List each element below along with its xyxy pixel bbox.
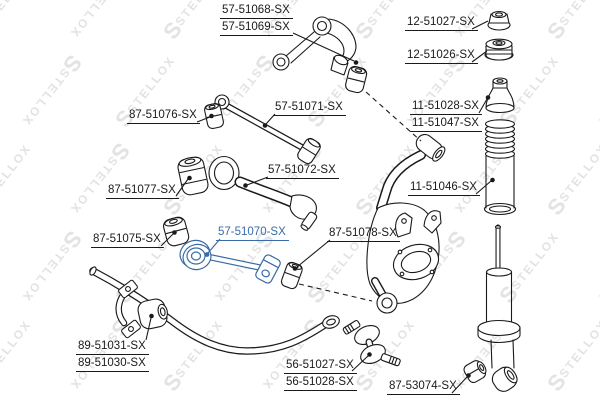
part-label-57-51068-sx: 57-51068-SX xyxy=(220,4,293,19)
part-label-89-51031-sx: 89-51031-SX xyxy=(76,340,149,355)
knuckle-drawing xyxy=(366,133,446,314)
part-label-11-51046-sx: 11-51046-SX xyxy=(408,181,480,196)
part-label-56-51028-sx: 56-51028-SX xyxy=(284,376,357,391)
part-label-56-51027-sx: 56-51027-SX xyxy=(284,359,357,374)
stabilizer-bar-drawing xyxy=(89,266,340,355)
upper-arm-bushing-drawing xyxy=(345,65,368,94)
part-label-87-51078-sx: 87-51078-SX xyxy=(327,227,400,242)
part-label-57-51069-sx: 57-51069-SX xyxy=(220,21,293,36)
dust-boot-drawing xyxy=(483,119,517,216)
part-label-89-51030-sx: 89-51030-SX xyxy=(76,357,149,372)
part-label-11-51028-sx: 11-51028-SX xyxy=(410,100,482,115)
stabilizer-bracket-drawing xyxy=(115,279,141,339)
stabilizer-link-drawing xyxy=(342,319,401,367)
bushing-87-51077-drawing xyxy=(177,156,209,196)
lateral-rod-57-51070-drawing xyxy=(179,239,281,284)
part-label-12-51027-sx: 12-51027-SX xyxy=(405,16,478,31)
strut-mount-bushing-drawing xyxy=(484,38,514,61)
part-label-87-51076-sx: 87-51076-SX xyxy=(127,109,200,124)
part-label-87-53074-sx: 87-53074-SX xyxy=(387,380,460,395)
shock-absorber-drawing xyxy=(477,224,521,392)
label-group-upper-arm: 57-51068-SX 57-51069-SX xyxy=(220,4,293,36)
callout-dots xyxy=(149,60,495,378)
label-group-stab-link: 56-51027-SX 56-51028-SX xyxy=(284,359,357,391)
strut-mount-nut-drawing xyxy=(487,10,511,31)
upper-control-arm-drawing xyxy=(272,16,357,76)
part-label-12-51026-sx: 12-51026-SX xyxy=(405,49,478,64)
part-label-87-51077-sx: 87-51077-SX xyxy=(106,184,179,199)
label-group-stab-bushing: 89-51031-SX 89-51030-SX xyxy=(76,340,149,372)
part-label-57-51072-sx: 57-51072-SX xyxy=(266,164,339,179)
label-group-bump-stop: 11-51028-SX 11-51047-SX xyxy=(410,100,482,132)
assembly-dashed-lines xyxy=(298,91,422,302)
part-label-57-51071-sx: 57-51071-SX xyxy=(273,101,346,116)
part-label-11-51047-sx: 11-51047-SX xyxy=(410,117,482,132)
part-label-57-51070-sx-highlighted[interactable]: 57-51070-SX xyxy=(216,226,289,241)
bump-stop-drawing xyxy=(485,77,515,114)
stabilizer-bushing-drawing xyxy=(137,298,168,330)
part-label-87-51075-sx: 87-51075-SX xyxy=(91,233,164,248)
